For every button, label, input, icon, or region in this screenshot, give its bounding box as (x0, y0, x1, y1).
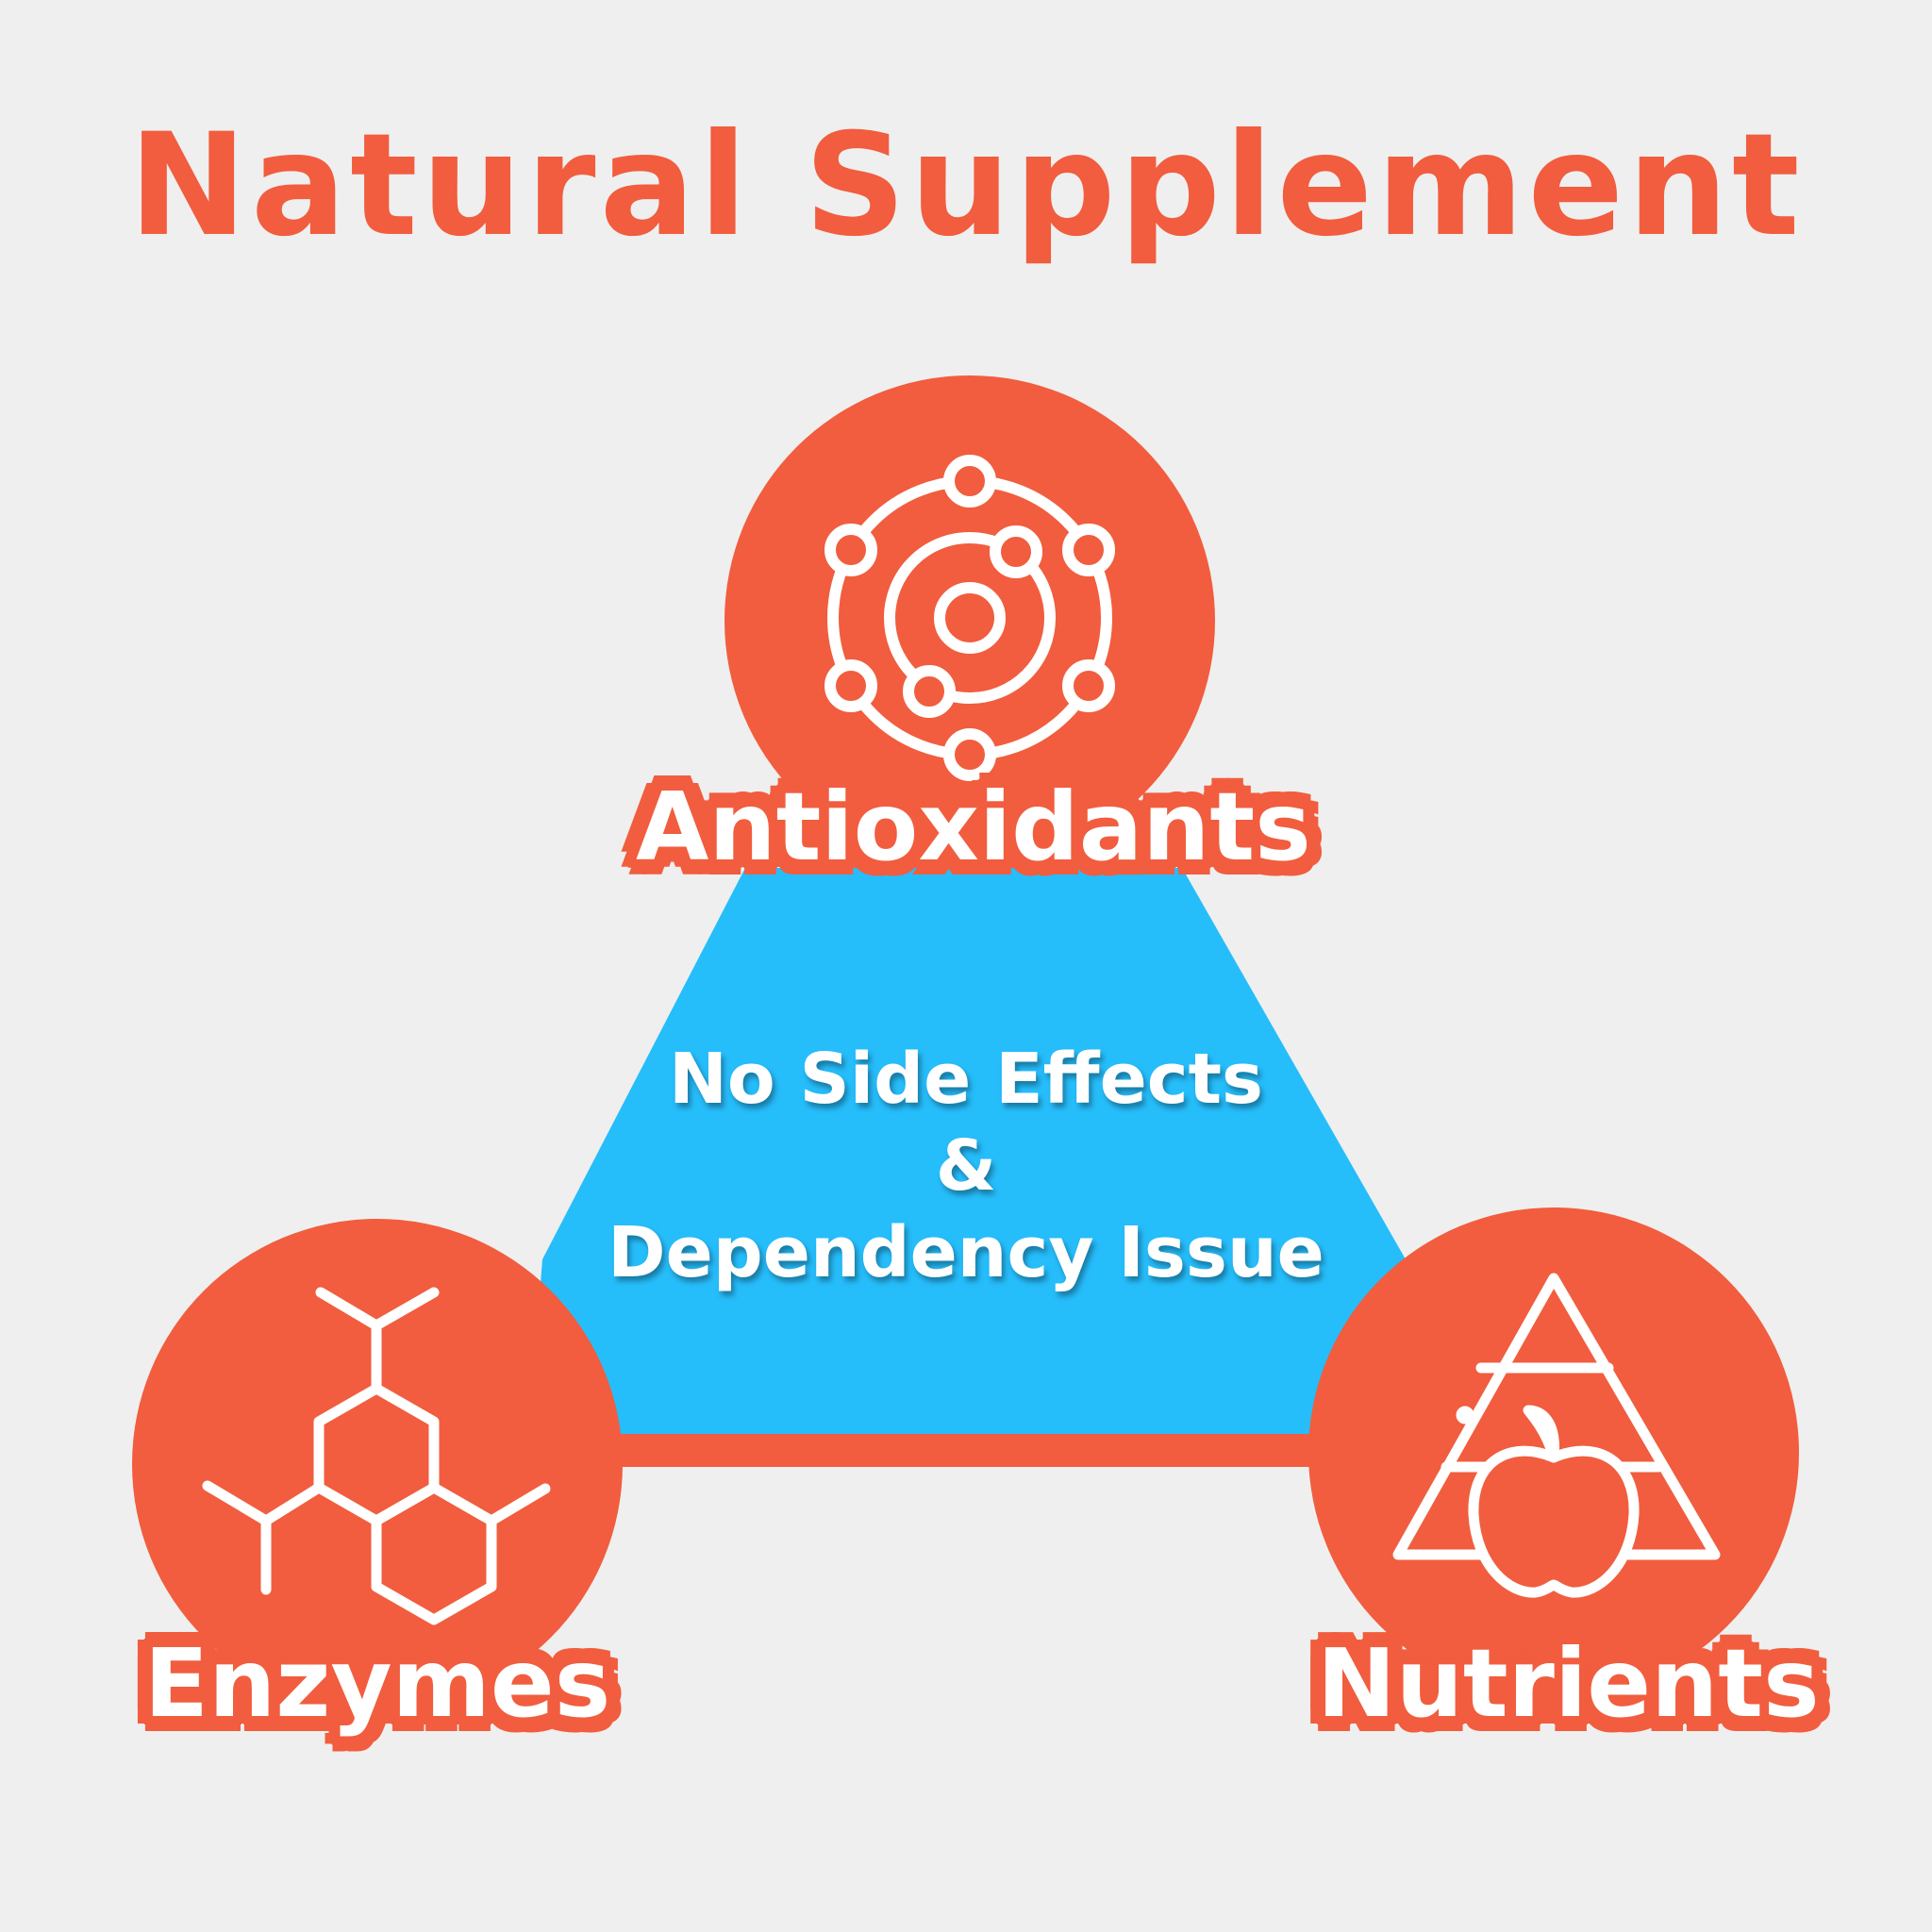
center-text: No Side Effects & Dependency Issue (589, 1036, 1343, 1296)
food-pyramid-apple-icon (1392, 1273, 1721, 1598)
label-antioxidants: Antioxidants (636, 772, 1311, 882)
label-enzymes: Enzymes (143, 1628, 611, 1739)
label-nutrients: Nutrients (1317, 1628, 1820, 1739)
center-line-2: & (935, 1125, 997, 1207)
center-line-1: No Side Effects (668, 1039, 1264, 1120)
circle-antioxidants (724, 375, 1215, 866)
center-line-3: Dependency Issue (608, 1212, 1324, 1293)
molecule-atom-icon (824, 455, 1115, 781)
circle-enzymes (132, 1219, 623, 1709)
triangle-center (528, 868, 1434, 1434)
hexagon-molecule-icon (202, 1287, 551, 1625)
page-title: Natural Supplement (128, 104, 1804, 268)
